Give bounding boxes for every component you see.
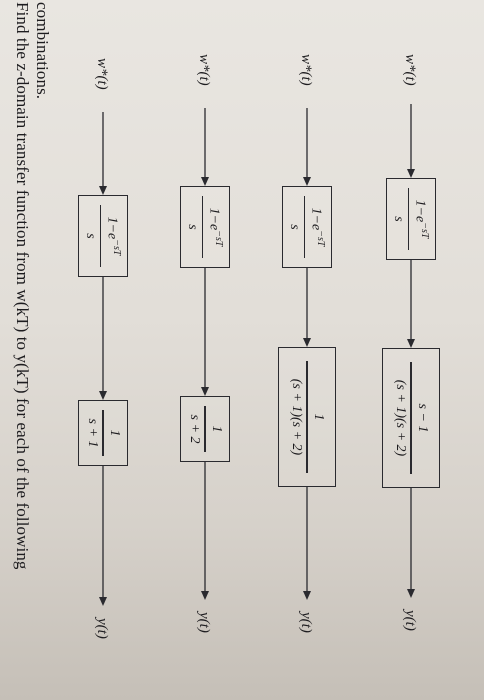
plant-denominator: (s + 1)(s + 2) — [289, 378, 305, 456]
arrowhead — [303, 177, 311, 186]
zoh-denominator: s — [391, 216, 407, 222]
output-label: y(t) — [402, 610, 418, 631]
zoh-denominator: s — [287, 224, 303, 230]
output-label: y(t) — [298, 612, 314, 633]
fraction-bar — [304, 196, 306, 258]
arrowhead — [303, 591, 311, 600]
plant-numerator: 1 — [106, 429, 122, 437]
arrowhead — [303, 338, 311, 347]
arrowhead — [99, 597, 107, 606]
zoh-block: 1−e−sT s — [180, 186, 230, 268]
zoh-block: 1−e−sT s — [78, 195, 128, 277]
zoh-numerator: 1−e−sT — [206, 207, 224, 247]
zoh-numerator: 1−e−sT — [412, 199, 430, 239]
plant-numerator: 1 — [208, 425, 224, 433]
zoh-block: 1−e−sT s — [386, 178, 436, 260]
fraction-bar — [100, 205, 102, 267]
plant-block: s − 1 (s + 1)(s + 2) — [382, 348, 440, 488]
output-label: y(t) — [196, 612, 212, 633]
output-label: y(t) — [94, 618, 110, 639]
zoh-denominator: s — [185, 224, 201, 230]
plant-numerator: 1 — [310, 413, 326, 421]
plant-block: 1 s + 1 — [78, 400, 128, 466]
arrowhead — [201, 591, 209, 600]
zoh-block: 1−e−sT s — [282, 186, 332, 268]
arrowhead — [407, 589, 415, 598]
fraction-bar — [204, 406, 206, 452]
zoh-numerator: 1−e−sT — [308, 207, 326, 247]
arrowhead — [407, 339, 415, 348]
input-label: w*(t) — [94, 58, 110, 90]
plant-block: 1 (s + 1)(s + 2) — [278, 347, 336, 487]
plant-denominator: s + 2 — [187, 414, 203, 444]
fraction-bar — [408, 188, 410, 250]
input-label: w*(t) — [298, 54, 314, 86]
plant-denominator: (s + 1)(s + 2) — [393, 379, 409, 457]
plant-denominator: s + 1 — [85, 418, 101, 448]
arrowhead — [99, 391, 107, 400]
fraction-bar — [102, 410, 104, 456]
input-label: w*(t) — [402, 54, 418, 86]
zoh-denominator: s — [83, 233, 99, 239]
arrowhead — [201, 177, 209, 186]
arrowhead — [201, 387, 209, 396]
fraction-bar — [306, 361, 308, 473]
fraction-bar — [410, 362, 412, 474]
plant-numerator: s − 1 — [414, 403, 430, 433]
zoh-numerator: 1−e−sT — [104, 216, 122, 256]
input-label: w*(t) — [196, 54, 212, 86]
plant-block: 1 s + 2 — [180, 396, 230, 462]
fraction-bar — [202, 196, 204, 258]
arrowhead — [407, 169, 415, 178]
arrowhead — [99, 186, 107, 195]
